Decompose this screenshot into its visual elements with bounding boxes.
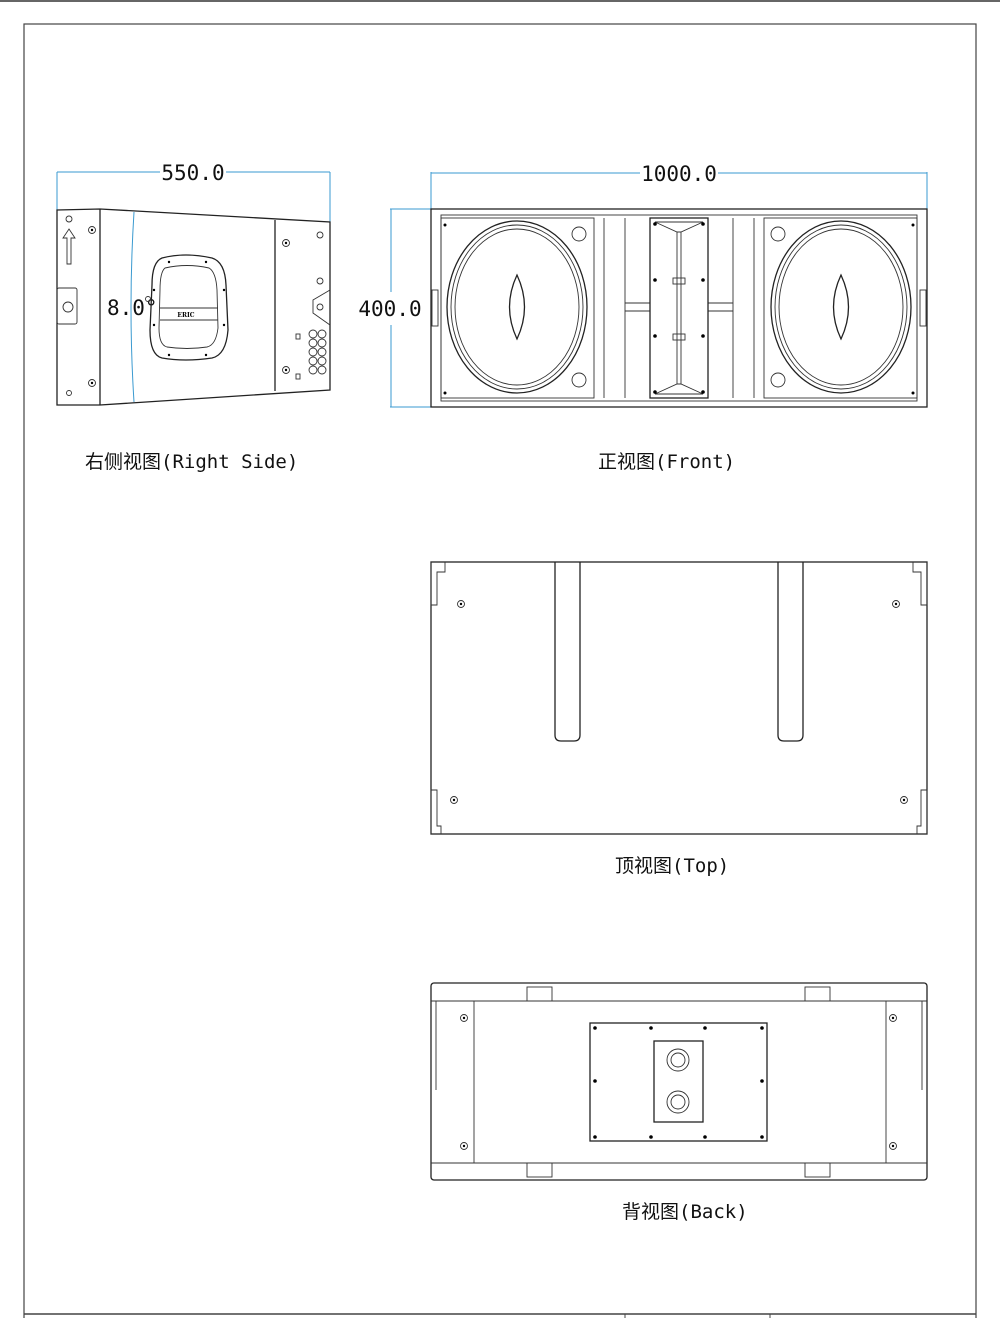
woofer-left <box>443 220 588 395</box>
dimension-front-width: 1000.0 <box>430 162 928 210</box>
caption-back: 背视图(Back) <box>622 1201 748 1223</box>
side-handle: ERIC <box>145 254 229 361</box>
dimension-label-1000: 1000.0 <box>641 162 717 186</box>
dimension-side-depth: 550.0 <box>56 161 331 222</box>
angle-guide-line <box>130 211 135 403</box>
logo-text: ERIC <box>177 312 194 319</box>
dimension-label-angle: 8.0° <box>107 296 158 320</box>
dimension-label-400: 400.0 <box>358 297 421 321</box>
up-arrow-icon <box>62 228 76 265</box>
rigging-holes <box>295 329 327 380</box>
caption-right-side: 右侧视图(Right Side) <box>85 451 298 473</box>
caption-front: 正视图(Front) <box>598 451 735 473</box>
front-view: 1000.0 400.0 <box>358 162 928 473</box>
top-view: 顶视图(Top) <box>430 561 928 877</box>
back-view: 背视图(Back) <box>430 982 928 1223</box>
right-side-view: 550.0 8.0° ERIC <box>56 161 331 473</box>
rigging-slot-left <box>554 562 581 742</box>
dimension-label-550: 550.0 <box>161 161 224 185</box>
connector-panel <box>589 1022 768 1142</box>
caption-top: 顶视图(Top) <box>615 855 729 877</box>
dimension-front-height: 400.0 <box>358 208 431 408</box>
woofer-right <box>770 220 915 395</box>
rigging-slot-right <box>777 562 804 742</box>
cabinet-side-outline <box>56 208 331 406</box>
horn-waveguide <box>603 217 755 399</box>
